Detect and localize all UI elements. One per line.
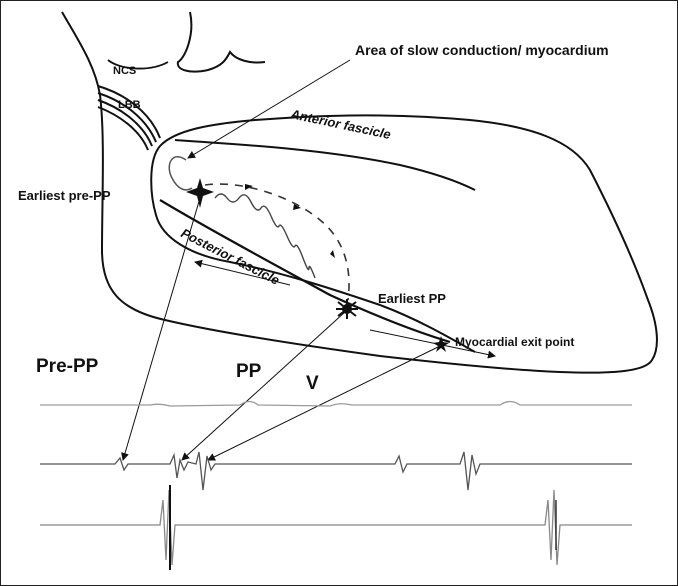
anterior-fascicle-label: Anterior fascicle xyxy=(288,106,392,142)
heart-septum-top xyxy=(176,11,266,73)
dashed-path-arrowheads xyxy=(245,184,335,258)
pp-label: PP xyxy=(236,361,262,382)
area-slow-label: Area of slow conduction/ myocardium xyxy=(355,42,609,58)
ecg-trace-2 xyxy=(40,451,632,491)
ncs-label: NCS xyxy=(113,65,136,77)
ecg-trace-1 xyxy=(40,400,632,407)
area-slow-pointer xyxy=(187,59,351,159)
v-label: V xyxy=(306,373,319,394)
earliest-pre-pp-label: Earliest pre-PP xyxy=(18,188,111,203)
earliest-pre-pp-star xyxy=(186,178,214,208)
pre-pp-label: Pre-PP xyxy=(36,356,99,377)
earliest-pp-burst xyxy=(336,299,358,319)
pp-arrow xyxy=(181,311,346,461)
anterior-fascicle-line xyxy=(174,139,476,191)
myocardial-exit-label: Myocardial exit point xyxy=(455,335,574,349)
ecg-trace-3 xyxy=(40,489,632,566)
exit-direction-arrow xyxy=(369,329,496,359)
lbb-fibers xyxy=(97,85,161,151)
pre-pp-arrow xyxy=(121,197,201,461)
slow-conduction-dashed-path xyxy=(204,183,350,301)
posterior-fascicle-line xyxy=(159,199,451,344)
ncs-cusp xyxy=(107,59,169,70)
posterior-fascicle-label: Posterior fascicle xyxy=(179,225,282,288)
posterior-retro-arrow xyxy=(194,259,291,286)
lbb-label: LBB xyxy=(118,99,141,111)
heart-outer-outline xyxy=(61,11,658,374)
earliest-pp-label: Earliest PP xyxy=(378,291,446,306)
v-arrow xyxy=(207,345,441,461)
myocardial-exit-star xyxy=(433,336,449,352)
slow-conduction-wavy-path xyxy=(214,193,316,279)
entry-loop xyxy=(168,156,193,191)
